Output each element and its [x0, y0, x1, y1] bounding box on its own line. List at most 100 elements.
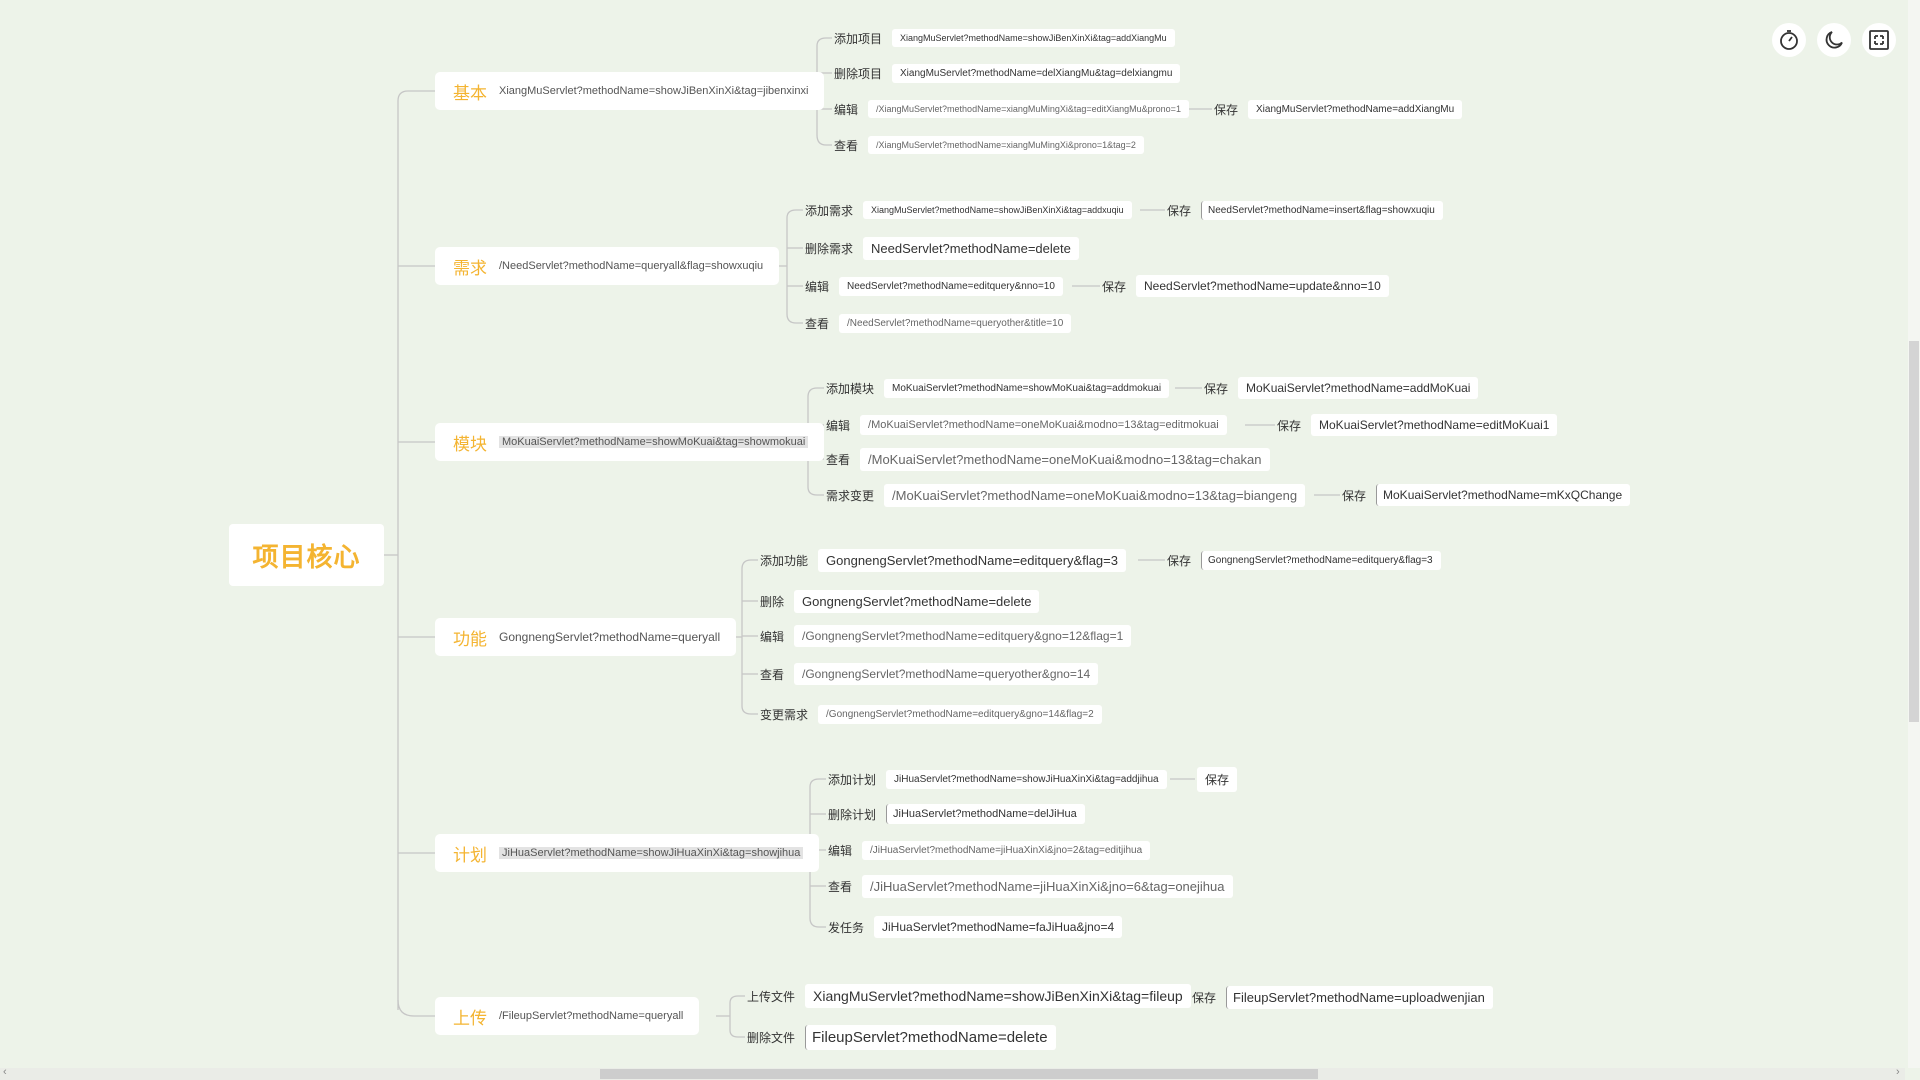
leaf-label: 添加计划	[828, 772, 877, 787]
leaf-label: 删除文件	[747, 1030, 796, 1045]
leaf-view-plan[interactable]: 查看 /JiHuaServlet?methodName=jiHuaXinXi&j…	[828, 872, 1233, 900]
leaf-url: GongnengServlet?methodName=delete	[794, 589, 1040, 613]
leaf-upload-file[interactable]: 上传文件 XiangMuServlet?methodName=showJiBen…	[747, 982, 1191, 1010]
timer-icon[interactable]	[1772, 23, 1806, 57]
branch-jihua[interactable]: 计划 JiHuaServlet?methodName=showJiHuaXinX…	[435, 834, 820, 872]
leaf-save-module[interactable]: 保存 MoKuaiServlet?methodName=addMoKuai	[1204, 374, 1479, 402]
leaf-url: NeedServlet?methodName=update&nno=10	[1136, 275, 1389, 297]
leaf-add-module[interactable]: 添加模块 MoKuaiServlet?methodName=showMoKuai…	[826, 374, 1170, 402]
leaf-url: NeedServlet?methodName=editquery&nno=10	[839, 276, 1063, 296]
leaf-label: 编辑	[760, 629, 785, 644]
leaf-save-module-change[interactable]: 保存 MoKuaiServlet?methodName=mKxQChange	[1342, 481, 1631, 509]
leaf-save-function[interactable]: 保存 GongnengServlet?methodName=editquery&…	[1167, 546, 1441, 574]
leaf-add-project[interactable]: 添加项目 XiangMuServlet?methodName=showJiBen…	[834, 24, 1175, 52]
branch-jiben[interactable]: 基本 XiangMuServlet?methodName=showJiBenXi…	[435, 72, 825, 110]
leaf-label: 查看	[760, 667, 785, 682]
leaf-url: MoKuaiServlet?methodName=showMoKuai&tag=…	[884, 378, 1170, 398]
branch-url: MoKuaiServlet?methodName=showMoKuai&tag=…	[499, 436, 809, 448]
leaf-add-requirement[interactable]: 添加需求 XiangMuServlet?methodName=showJiBen…	[805, 196, 1132, 224]
leaf-save-label: 保存	[1192, 990, 1217, 1005]
leaf-save-label: 保存	[1197, 766, 1238, 792]
branch-url: JiHuaServlet?methodName=showJiHuaXinXi&t…	[499, 847, 804, 859]
leaf-change-module[interactable]: 需求变更 /MoKuaiServlet?methodName=oneMoKuai…	[826, 481, 1306, 509]
root-label: 项目核心	[252, 541, 361, 572]
leaf-url: FileupServlet?methodName=delete	[805, 1024, 1056, 1050]
leaf-edit-module[interactable]: 编辑 /MoKuaiServlet?methodName=oneMoKuai&m…	[826, 411, 1227, 439]
leaf-label: 添加功能	[760, 553, 809, 568]
vertical-scroll-thumb[interactable]	[1909, 341, 1919, 722]
leaf-url: /XiangMuServlet?methodName=xiangMuMingXi…	[868, 136, 1144, 154]
leaf-url: /GongnengServlet?methodName=queryother&g…	[794, 663, 1099, 685]
leaf-view-requirement[interactable]: 查看 /NeedServlet?methodName=queryother&ti…	[805, 309, 1072, 337]
leaf-save-module-edit[interactable]: 保存 MoKuaiServlet?methodName=editMoKuai1	[1277, 411, 1558, 439]
leaf-url: JiHuaServlet?methodName=delJiHua	[886, 804, 1085, 824]
leaf-url: /NeedServlet?methodName=queryother&title…	[839, 313, 1072, 333]
leaf-url: XiangMuServlet?methodName=showJiBenXinXi…	[863, 201, 1132, 219]
branch-url: GongnengServlet?methodName=queryall	[499, 630, 721, 644]
leaf-label: 查看	[828, 879, 853, 894]
leaf-save-requirement[interactable]: 保存 NeedServlet?methodName=insert&flag=sh…	[1167, 196, 1443, 224]
leaf-label: 编辑	[828, 843, 853, 858]
leaf-url: XiangMuServlet?methodName=addXiangMu	[1248, 99, 1463, 119]
leaf-delete-file[interactable]: 删除文件 FileupServlet?methodName=delete	[747, 1023, 1056, 1051]
leaf-label: 删除项目	[834, 66, 883, 81]
moon-icon[interactable]	[1817, 23, 1851, 57]
leaf-url: XiangMuServlet?methodName=showJiBenXinXi…	[892, 29, 1175, 47]
leaf-save-plan[interactable]: 保存	[1197, 765, 1238, 793]
leaf-delete-project[interactable]: 删除项目 XiangMuServlet?methodName=delXiangM…	[834, 59, 1181, 87]
leaf-label: 删除需求	[805, 241, 854, 256]
leaf-save-upload[interactable]: 保存 FileupServlet?methodName=uploadwenjia…	[1192, 983, 1493, 1011]
leaf-url: /JiHuaServlet?methodName=jiHuaXinXi&jno=…	[862, 840, 1151, 860]
leaf-edit-function[interactable]: 编辑 /GongnengServlet?methodName=editquery…	[760, 622, 1132, 650]
leaf-label: 添加需求	[805, 203, 854, 218]
leaf-url: NeedServlet?methodName=delete	[863, 236, 1079, 260]
leaf-label: 变更需求	[760, 707, 809, 722]
branch-xuqiu[interactable]: 需求 /NeedServlet?methodName=queryall&flag…	[435, 247, 780, 285]
leaf-view-module[interactable]: 查看 /MoKuaiServlet?methodName=oneMoKuai&m…	[826, 445, 1270, 473]
leaf-view-project[interactable]: 查看 /XiangMuServlet?methodName=xiangMuMin…	[834, 131, 1144, 159]
leaf-assign-task[interactable]: 发任务 JiHuaServlet?methodName=faJiHua&jno=…	[828, 913, 1123, 941]
branch-label: 需求	[453, 258, 487, 278]
leaf-label: 添加项目	[834, 31, 883, 46]
leaf-add-plan[interactable]: 添加计划 JiHuaServlet?methodName=showJiHuaXi…	[828, 765, 1167, 793]
fullscreen-icon[interactable]	[1862, 23, 1896, 57]
branch-label: 基本	[453, 83, 487, 103]
leaf-change-function[interactable]: 变更需求 /GongnengServlet?methodName=editque…	[760, 700, 1102, 728]
leaf-label: 编辑	[805, 279, 830, 294]
scroll-right-icon[interactable]: ›	[1896, 1066, 1900, 1078]
leaf-label: 查看	[826, 452, 851, 467]
leaf-edit-project[interactable]: 编辑 /XiangMuServlet?methodName=xiangMuMin…	[834, 95, 1189, 123]
leaf-view-function[interactable]: 查看 /GongnengServlet?methodName=queryothe…	[760, 660, 1099, 688]
leaf-label: 添加模块	[826, 381, 875, 396]
branch-url: XiangMuServlet?methodName=showJiBenXinXi…	[499, 85, 809, 97]
scroll-left-icon[interactable]: ‹	[3, 1066, 7, 1078]
leaf-delete-plan[interactable]: 删除计划 JiHuaServlet?methodName=delJiHua	[828, 800, 1085, 828]
leaf-url: MoKuaiServlet?methodName=addMoKuai	[1238, 377, 1479, 399]
branch-url: /FileupServlet?methodName=queryall	[499, 1010, 684, 1022]
leaf-save-label: 保存	[1102, 279, 1127, 294]
leaf-save-label: 保存	[1204, 381, 1229, 396]
leaf-delete-requirement[interactable]: 删除需求 NeedServlet?methodName=delete	[805, 234, 1079, 262]
leaf-url: MoKuaiServlet?methodName=mKxQChange	[1376, 484, 1631, 506]
leaf-save-requirement-edit[interactable]: 保存 NeedServlet?methodName=update&nno=10	[1102, 272, 1389, 300]
leaf-url: XiangMuServlet?methodName=delXiangMu&tag…	[892, 63, 1181, 83]
leaf-url: /GongnengServlet?methodName=editquery&gn…	[794, 625, 1132, 647]
leaf-url: /GongnengServlet?methodName=editquery&gn…	[818, 704, 1102, 724]
branch-shangchuan[interactable]: 上传 /FileupServlet?methodName=queryall	[435, 997, 700, 1035]
leaf-url: /XiangMuServlet?methodName=xiangMuMingXi…	[868, 100, 1189, 118]
leaf-label: 编辑	[834, 102, 859, 117]
leaf-add-function[interactable]: 添加功能 GongnengServlet?methodName=editquer…	[760, 546, 1126, 574]
leaf-url: MoKuaiServlet?methodName=editMoKuai1	[1311, 414, 1558, 436]
leaf-label: 发任务	[828, 920, 865, 935]
leaf-edit-requirement[interactable]: 编辑 NeedServlet?methodName=editquery&nno=…	[805, 272, 1063, 300]
leaf-label: 查看	[805, 316, 830, 331]
leaf-save-label: 保存	[1277, 418, 1302, 433]
leaf-delete-function[interactable]: 删除 GongnengServlet?methodName=delete	[760, 587, 1040, 615]
branch-gongneng[interactable]: 功能 GongnengServlet?methodName=queryall	[435, 618, 737, 656]
branch-mokuai[interactable]: 模块 MoKuaiServlet?methodName=showMoKuai&t…	[435, 423, 825, 461]
horizontal-scroll-thumb[interactable]	[600, 1069, 1318, 1079]
leaf-edit-plan[interactable]: 编辑 /JiHuaServlet?methodName=jiHuaXinXi&j…	[828, 836, 1151, 864]
leaf-save-project[interactable]: 保存 XiangMuServlet?methodName=addXiangMu	[1214, 95, 1463, 123]
leaf-label: 删除计划	[828, 807, 877, 822]
root-node[interactable]: 项目核心	[229, 524, 384, 586]
